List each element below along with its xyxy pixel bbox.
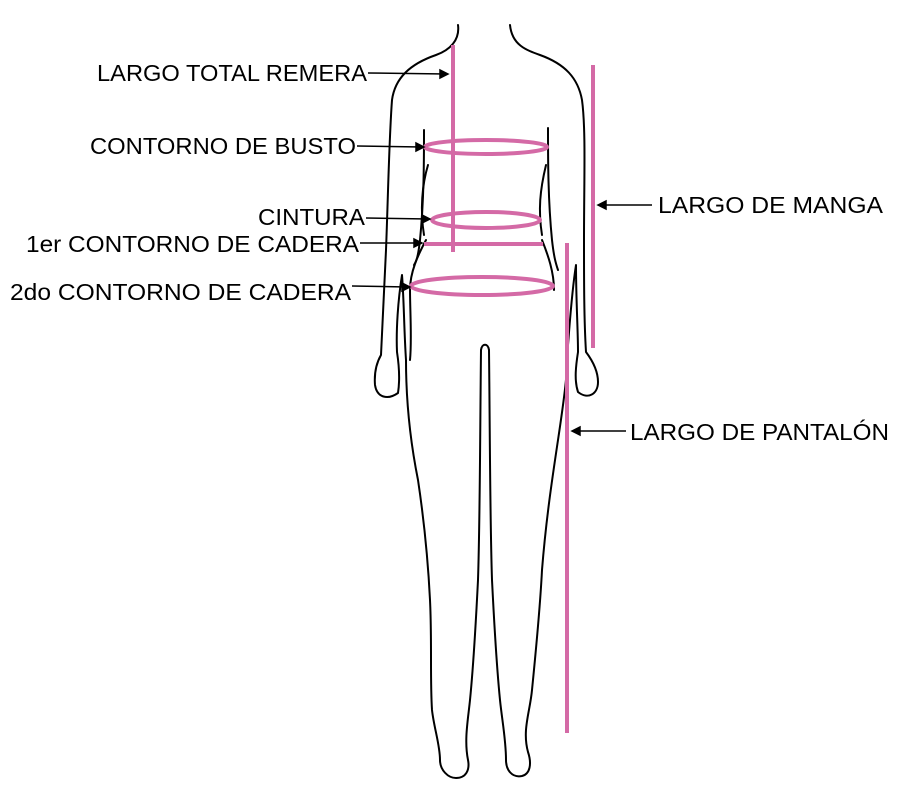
labels: LARGO TOTAL REMERA CONTORNO DE BUSTO CIN… — [10, 60, 889, 445]
label-largo-pantalon: LARGO DE PANTALÓN — [630, 419, 889, 445]
label-primer-contorno-cadera: 1er CONTORNO DE CADERA — [26, 231, 360, 257]
right-waist-curve — [538, 164, 547, 236]
measurement-marks — [409, 45, 595, 733]
leader-arrows — [351, 68, 652, 437]
body-outline — [373, 24, 599, 779]
arrowhead-icon — [401, 281, 412, 293]
crotch — [480, 343, 490, 351]
arrowhead-icon — [570, 425, 581, 437]
label-largo-total-remera: LARGO TOTAL REMERA — [97, 60, 368, 86]
arrow-contorno-busto — [356, 145, 423, 148]
left-waist-curve — [420, 164, 429, 236]
cintura-ellipse — [430, 210, 542, 230]
segundo-contorno-cadera-ellipse — [409, 275, 555, 297]
arrowhead-icon — [439, 68, 450, 80]
left-hip-curve — [409, 239, 427, 361]
arrow-largo-total-remera — [367, 72, 447, 75]
arrowhead-icon — [413, 237, 424, 249]
arrow-segundo-contorno-cadera — [351, 285, 409, 288]
arrowhead-icon — [596, 199, 607, 211]
label-largo-manga: LARGO DE MANGA — [658, 192, 884, 218]
right-arm-inner — [547, 127, 559, 271]
body-left-contour — [373, 24, 482, 779]
arrowhead-icon — [421, 213, 432, 225]
arrowhead-icon — [415, 141, 426, 153]
body-right-contour — [488, 24, 599, 778]
label-cintura: CINTURA — [258, 204, 366, 230]
contorno-busto-ellipse — [423, 138, 549, 156]
arrow-cintura — [365, 217, 429, 220]
label-segundo-contorno-cadera: 2do CONTORNO DE CADERA — [10, 279, 352, 305]
label-contorno-busto: CONTORNO DE BUSTO — [90, 133, 356, 159]
